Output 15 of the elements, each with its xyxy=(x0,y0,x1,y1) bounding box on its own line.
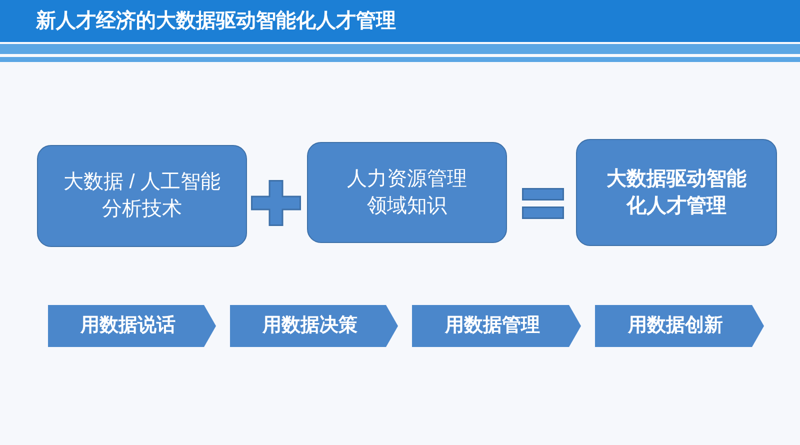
box-text: 大数据 / 人工智能分析技术 xyxy=(62,170,222,222)
box-text: 人力资源管理领域知识 xyxy=(346,166,468,218)
banner-text: 用数据创新 xyxy=(628,314,724,338)
step-banner xyxy=(412,305,581,347)
title-text: 新人才经济的大数据驱动智能化人才管理 xyxy=(36,9,396,33)
step-banner xyxy=(48,305,216,347)
step-banner xyxy=(595,305,764,347)
step-banner xyxy=(230,305,398,347)
rounded-box xyxy=(576,139,777,246)
banner-text: 用数据说话 xyxy=(80,314,176,338)
banner-text: 用数据管理 xyxy=(445,314,541,338)
banner-text: 用数据决策 xyxy=(262,314,358,338)
rounded-box xyxy=(37,145,247,247)
box-text: 大数据驱动智能化人才管理 xyxy=(606,166,748,218)
rounded-box xyxy=(307,142,507,243)
